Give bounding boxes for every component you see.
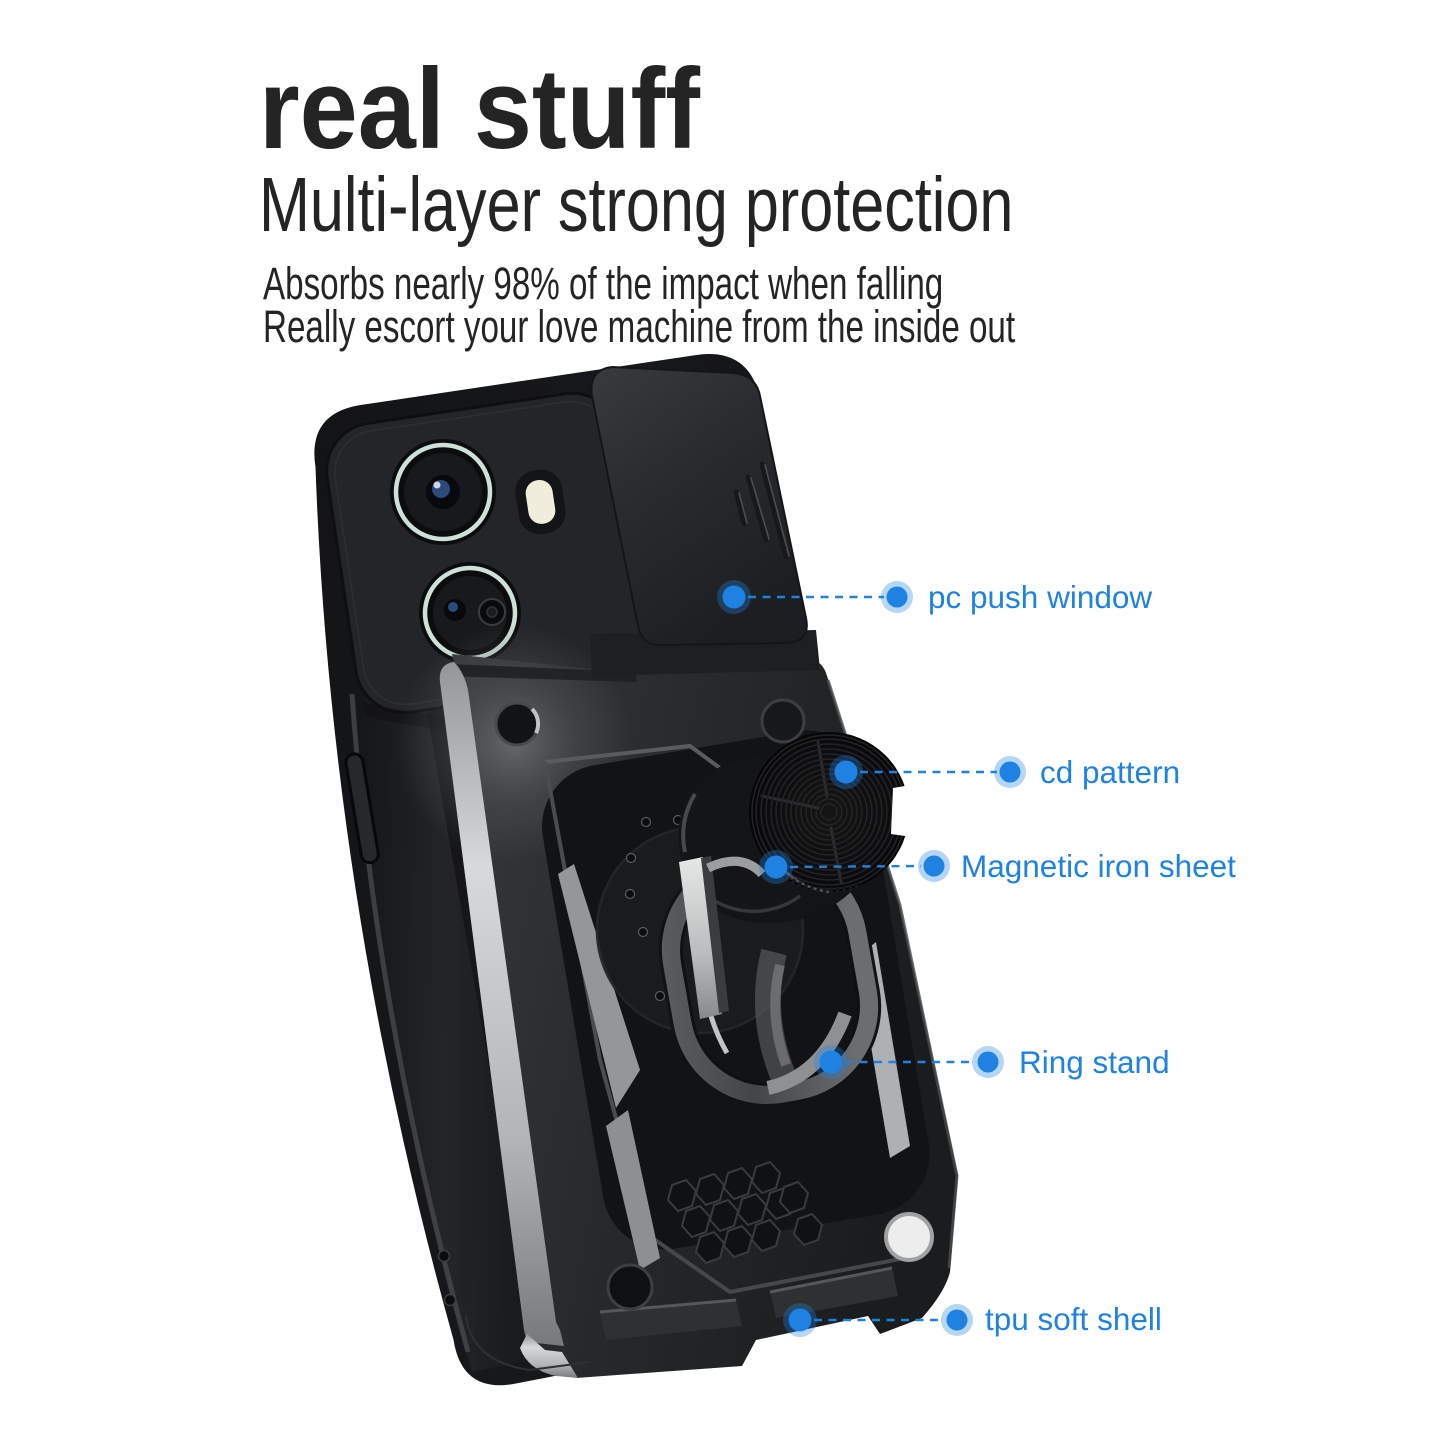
svg-text:Magnetic iron sheet: Magnetic iron sheet bbox=[961, 848, 1236, 884]
svg-text:pc push window: pc push window bbox=[928, 579, 1152, 615]
svg-text:tpu soft shell: tpu soft shell bbox=[985, 1301, 1162, 1337]
svg-text:cd pattern: cd pattern bbox=[1040, 754, 1180, 790]
svg-text:Ring stand: Ring stand bbox=[1019, 1044, 1170, 1080]
